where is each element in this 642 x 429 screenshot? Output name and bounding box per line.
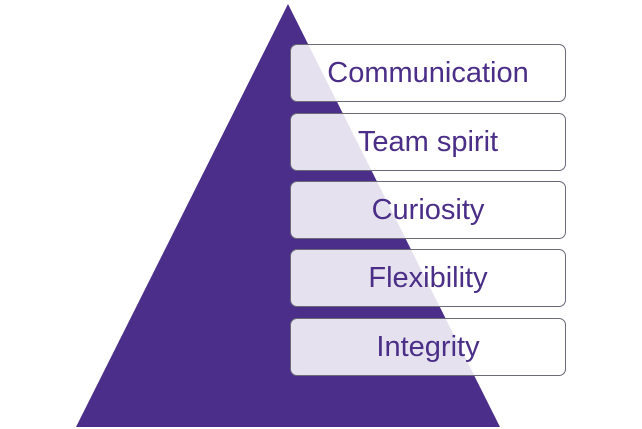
pyramid-level-integrity: Integrity [290, 318, 566, 376]
pyramid-level-label: Integrity [376, 330, 480, 363]
pyramid-level-label: Communication [327, 56, 529, 89]
pyramid-level-team-spirit: Team spirit [290, 113, 566, 171]
pyramid-level-label: Flexibility [368, 261, 488, 294]
pyramid-level-curiosity: Curiosity [290, 181, 566, 239]
pyramid-level-flexibility: Flexibility [290, 249, 566, 307]
pyramid-level-label: Team spirit [357, 125, 499, 158]
pyramid-level-label: Curiosity [371, 193, 485, 226]
pyramid-level-communication: Communication [290, 44, 566, 102]
